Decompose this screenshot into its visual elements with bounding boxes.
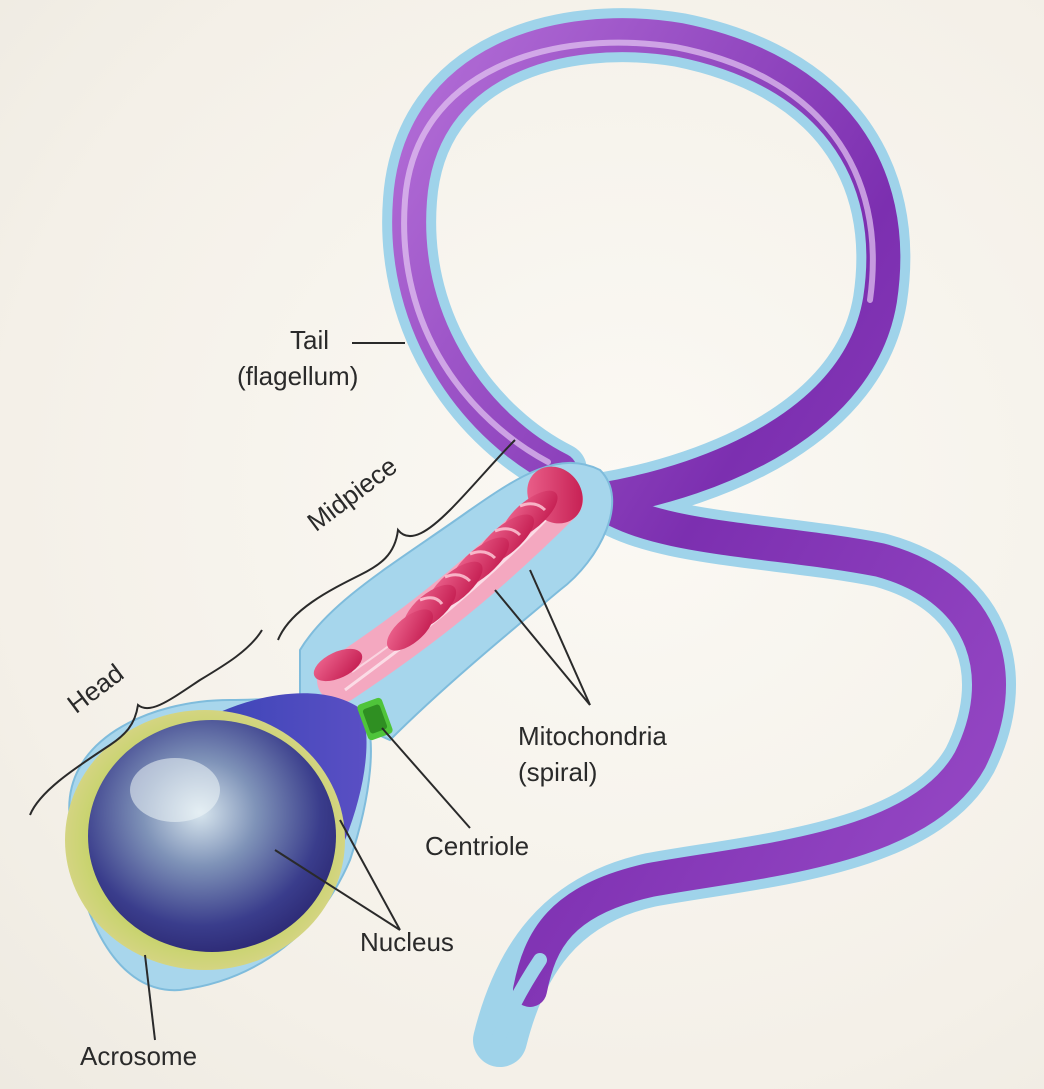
label-centriole: Centriole bbox=[425, 832, 529, 862]
label-acrosome: Acrosome bbox=[80, 1042, 197, 1072]
nucleus bbox=[88, 720, 336, 952]
label-tail-flagellum: (flagellum) bbox=[237, 362, 358, 392]
label-mitochondria: Mitochondria bbox=[518, 722, 667, 752]
label-tail: Tail bbox=[290, 326, 329, 356]
label-nucleus: Nucleus bbox=[360, 928, 454, 958]
label-mitochondria-spiral: (spiral) bbox=[518, 758, 597, 788]
